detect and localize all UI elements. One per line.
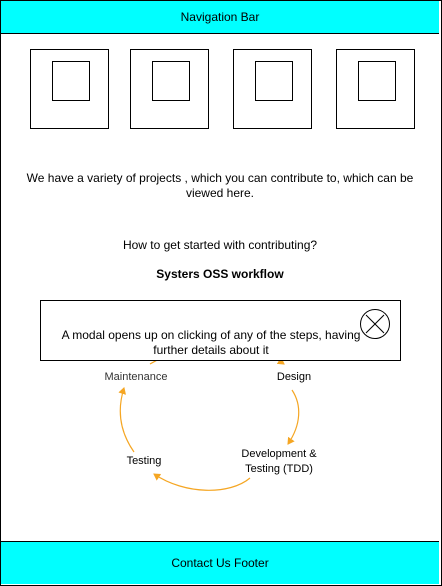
project-thumbnail[interactable] xyxy=(30,49,109,129)
project-image-placeholder xyxy=(358,61,396,101)
project-image-placeholder xyxy=(52,61,90,101)
project-thumbnail[interactable] xyxy=(233,49,312,129)
navigation-bar-label: Navigation Bar xyxy=(180,10,260,24)
close-icon[interactable] xyxy=(359,308,391,340)
workflow-title: Systers OSS workflow xyxy=(156,267,284,281)
workflow-step-testing[interactable]: Testing xyxy=(126,455,162,467)
contact-us-footer[interactable]: Contact Us Footer xyxy=(1,541,439,584)
projects-description: We have a variety of projects , which yo… xyxy=(26,171,414,200)
project-thumbnail[interactable] xyxy=(130,49,209,129)
workflow-step-development[interactable]: Development & Testing (TDD) xyxy=(241,448,317,475)
workflow-step-design[interactable]: Design xyxy=(276,371,312,383)
getting-started-heading: How to get started with contributing? xyxy=(122,238,318,252)
step-details-modal: A modal opens up on clicking of any of t… xyxy=(40,300,401,361)
workflow-step-maintenance[interactable]: Maintenance xyxy=(104,371,168,383)
project-image-placeholder xyxy=(152,61,190,101)
project-thumbnail[interactable] xyxy=(336,49,415,129)
modal-description: A modal opens up on clicking of any of t… xyxy=(61,328,361,357)
navigation-bar[interactable]: Navigation Bar xyxy=(1,1,439,34)
footer-label: Contact Us Footer xyxy=(171,556,269,570)
project-image-placeholder xyxy=(255,61,293,101)
